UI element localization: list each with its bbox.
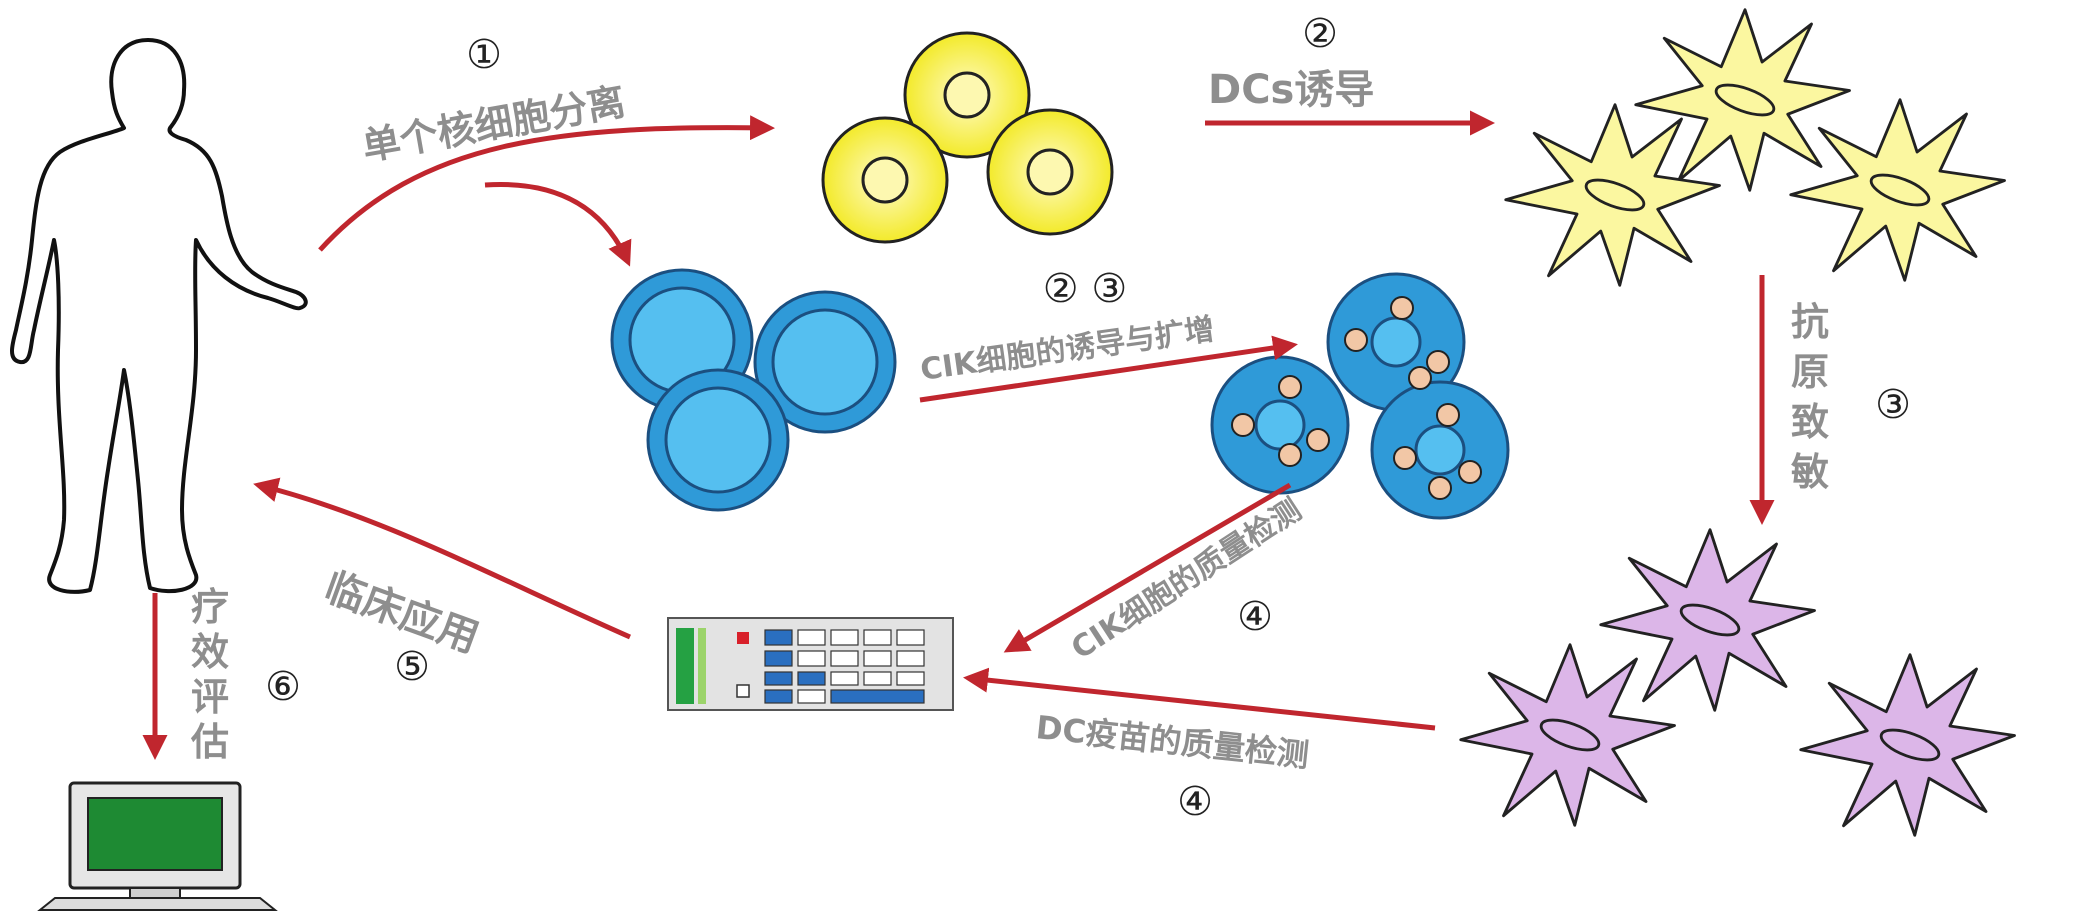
efficacy-char-4: 估 [190,720,229,764]
antigen-sensitization-label: 抗 原 致 敏 [1791,300,1829,494]
yellow-cell-icon [821,31,1114,244]
human-body-icon [10,38,308,594]
antigen-char-2: 原 [1791,350,1829,394]
antigen-char-1: 抗 [1791,300,1829,344]
efficacy-char-2: 效 [191,630,229,674]
cik-expanded-cell-icon [1210,272,1510,520]
lab-analyzer-icon [667,617,954,711]
arrow-clinical-use [253,477,632,640]
clinical-use-number: ⑤ [394,644,430,690]
blue-cell-icon [610,268,897,512]
arrow-sep-to-cik [484,181,632,267]
dc-induce-label: DCs诱导 [1208,67,1374,113]
antigen-char-4: 敏 [1791,450,1829,494]
antigen-sens-number: ③ [1875,382,1911,428]
mono-sep-number: ① [466,32,502,78]
efficacy-eval-label: 疗 效 评 估 [190,585,229,764]
computer-monitor-icon [37,781,278,911]
arrow-dc-qc [963,667,1436,731]
dc-qc-label: DC疫苗的质量检测 [1034,708,1311,774]
flow-arrows [142,110,1775,760]
purple-dendritic-cell-icon [1459,528,2016,837]
efficacy-char-1: 疗 [191,585,229,629]
efficacy-char-3: 评 [191,675,229,719]
antigen-char-3: 致 [1791,400,1829,444]
dc-induce-number: ② [1302,11,1338,57]
cik-qc-number: ④ [1237,594,1273,640]
dc-qc-number: ④ [1177,779,1213,825]
arrow-cik-expand [919,335,1298,403]
yellow-dendritic-cell-icon [1504,8,2006,287]
efficacy-eval-number: ⑥ [265,664,301,710]
mono-sep-label: 单个核细胞分离 [359,79,629,169]
arrow-patient-to-mono [318,115,775,252]
arrow-cik-qc [1003,482,1292,653]
cik-qc-label: CIK细胞的质量检测 [1065,492,1308,666]
cik-expand-number: ② ③ [1043,266,1127,312]
